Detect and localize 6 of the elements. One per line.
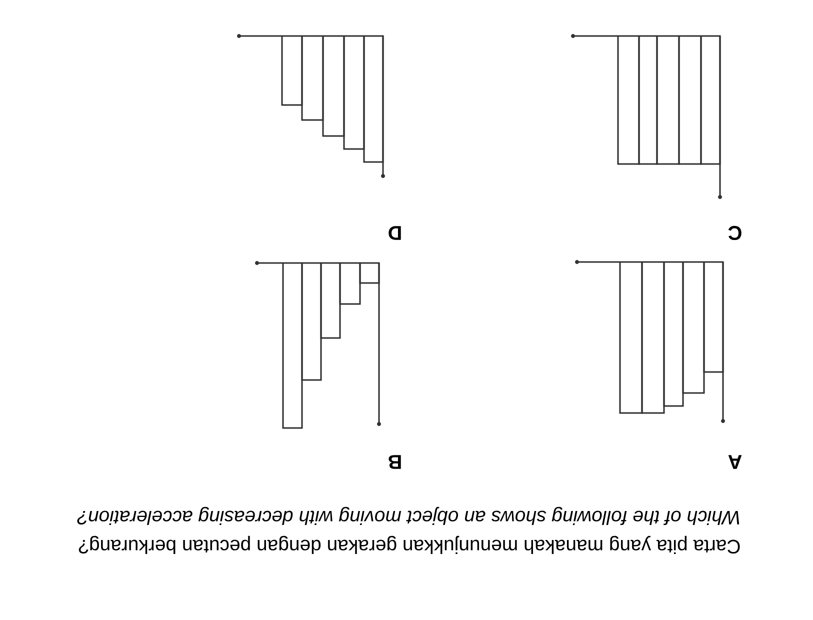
option-letter: D	[388, 226, 401, 240]
option-letter: B	[388, 455, 401, 469]
question-text: Which of the following shows an object moving with decreasing acceleration?	[77, 506, 740, 526]
option-letter: A	[728, 455, 742, 469]
option-letter: C	[728, 226, 742, 240]
question-text: Carta pita yang manakah menunjukkan gerakan dengan pecutan berkurang?	[78, 536, 740, 554]
